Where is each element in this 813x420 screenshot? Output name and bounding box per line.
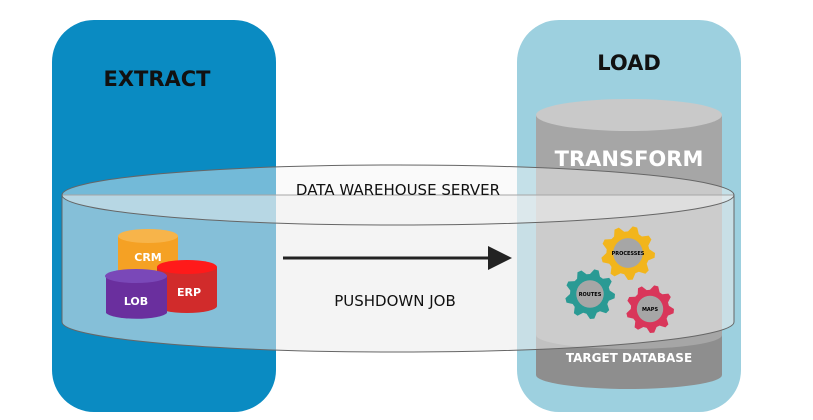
gear-icon-processes: PROCESSES (601, 226, 655, 280)
source-erp-cylinder: ERP (157, 260, 217, 313)
lob-label: LOB (124, 295, 148, 308)
gear-icon-routes: ROUTES (565, 269, 615, 319)
target-database-label: TARGET DATABASE (566, 351, 692, 365)
gear-icon-maps: MAPS (626, 285, 674, 333)
transform-label: TRANSFORM (555, 147, 704, 171)
extract-title: EXTRACT (103, 67, 211, 91)
gear-label: MAPS (642, 307, 659, 313)
gear-label: PROCESSES (612, 251, 645, 257)
server-label: DATA WAREHOUSE SERVER (296, 181, 500, 199)
gear-label: ROUTES (579, 292, 602, 298)
data-warehouse-server-disk: DATA WAREHOUSE SERVER PUSHDOWN JOB (61, 164, 735, 353)
crm-label: CRM (134, 251, 162, 264)
source-lob-cylinder: LOB (105, 269, 167, 319)
load-title: LOAD (597, 51, 661, 75)
erp-label: ERP (177, 286, 201, 299)
pushdown-job-label: PUSHDOWN JOB (334, 292, 456, 310)
